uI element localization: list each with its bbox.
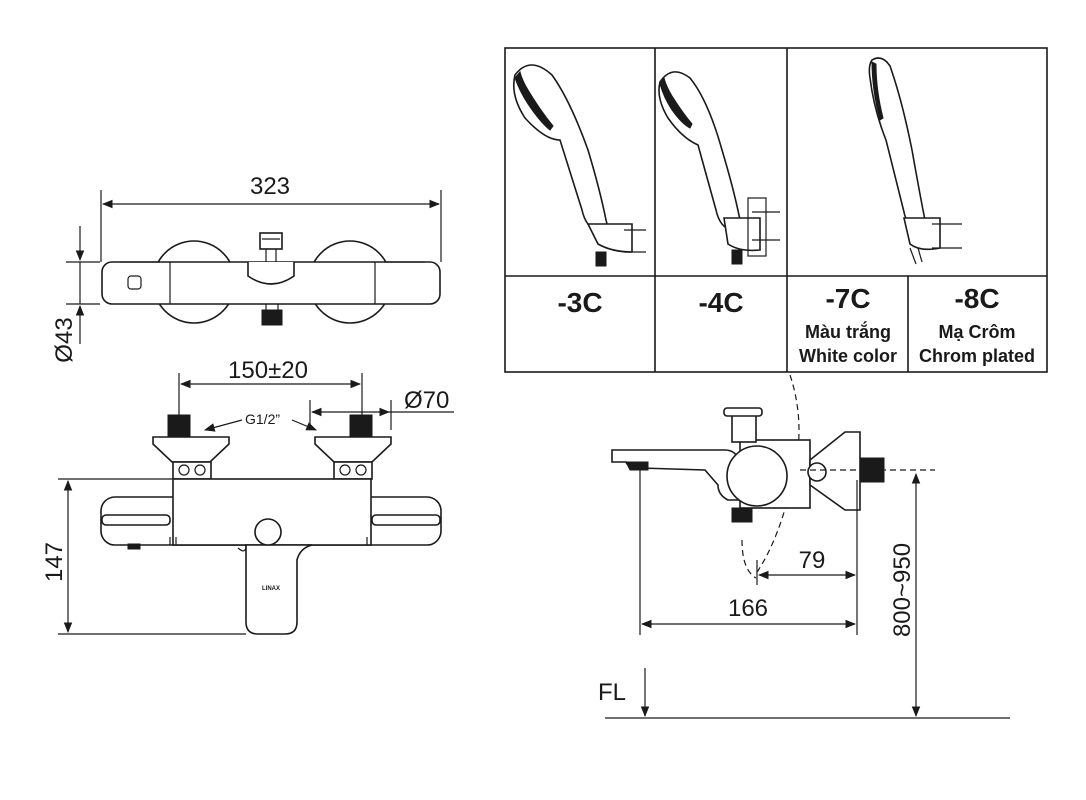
swing-arc — [754, 374, 800, 576]
flange-dimension-label: Ø70 — [404, 387, 449, 414]
variant-code-7c: -7C — [825, 283, 870, 314]
button-square — [127, 275, 142, 290]
right-nut-hole-2 — [355, 464, 367, 476]
thread-leader-left — [203, 419, 243, 432]
brand-logo: LINAX — [262, 586, 280, 592]
front-view: 150±20 Ø70 G1/2” LINAX — [41, 357, 454, 635]
right-nut-hole-1 — [339, 464, 351, 476]
variant-7c-en-label: White color — [799, 346, 897, 366]
table-border — [504, 47, 1048, 373]
handshower-table: -3C -4C -7C Màu trắng White color -8C Mạ… — [504, 47, 1048, 373]
depth-long-dimension-label: 166 — [728, 595, 768, 622]
diverter-cap — [723, 407, 763, 417]
width-dimension-label: 323 — [250, 173, 290, 200]
nut-side — [807, 462, 827, 482]
mount-height-dimension-label: 800~950 — [889, 543, 916, 637]
spout-aerator — [625, 461, 649, 471]
outlet-thread — [261, 309, 283, 326]
thread-leader-right — [291, 419, 317, 431]
diverter-side — [731, 411, 757, 443]
right-handle-slot — [371, 514, 441, 526]
button-bottom — [127, 543, 141, 550]
diameter-dimension-label: Ø43 — [51, 317, 78, 362]
outlet-side — [731, 507, 753, 523]
handshower-4c-image — [658, 71, 780, 265]
variant-code-8c: -8C — [954, 283, 999, 314]
handshower-3c-image — [512, 64, 646, 267]
diverter-front — [254, 518, 282, 546]
spout-fillet — [237, 544, 247, 552]
right-inlet-thread — [349, 414, 373, 438]
spout-front — [245, 544, 313, 635]
height-dimension-label: 147 — [41, 542, 68, 582]
variant-code-3c: -3C — [557, 287, 602, 318]
swing-arc-2 — [741, 539, 757, 579]
right-flange — [314, 436, 392, 463]
floor-label: FL — [598, 679, 626, 706]
depth-short-dimension-label: 79 — [799, 547, 826, 574]
left-nut-hole-2 — [194, 464, 206, 476]
wall-flange-side — [809, 431, 861, 511]
variant-7c-vn-label: Màu trắng — [805, 321, 891, 342]
variant-code-4c: -4C — [698, 287, 743, 318]
spacing-dimension-label: 150±20 — [228, 357, 308, 384]
variant-8c-vn-label: Mạ Crôm — [938, 322, 1015, 342]
handle-side — [726, 445, 788, 507]
left-flange — [152, 436, 230, 463]
diverter-knob — [259, 232, 283, 250]
handshower-7c-8c-image — [868, 57, 962, 265]
left-nut-hole-1 — [178, 464, 190, 476]
spout-top — [247, 262, 295, 285]
top-view: 323 Ø43 — [51, 173, 442, 363]
side-view: 79 166 800~950 FL — [598, 374, 1010, 719]
thread-label: G1/2” — [245, 411, 280, 427]
left-handle-slot — [101, 514, 171, 526]
variant-8c-en-label: Chrom plated — [919, 346, 1035, 366]
left-inlet-thread — [167, 414, 191, 438]
